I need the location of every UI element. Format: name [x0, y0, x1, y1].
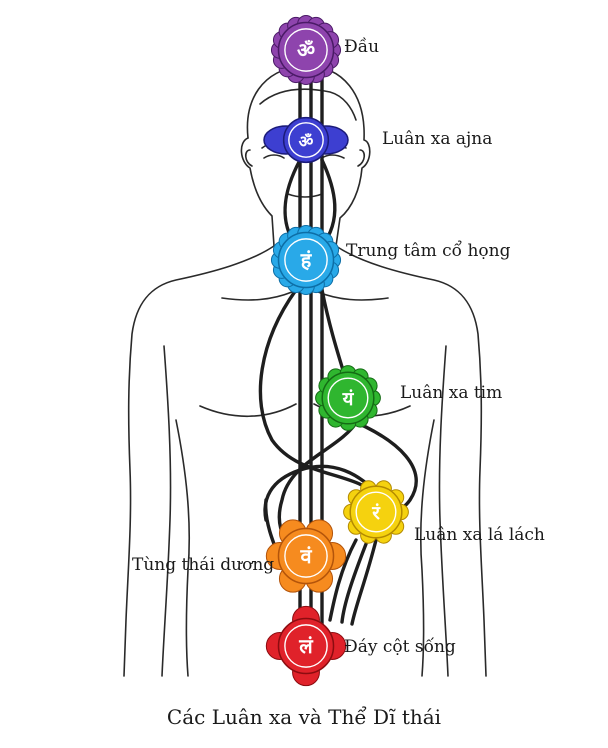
label-throat: Trung tâm cổ họng — [346, 241, 511, 261]
chakra-inner-ring — [284, 238, 328, 282]
label-heart: Luân xa tim — [400, 383, 502, 403]
chakra-spleen: रं — [343, 480, 409, 544]
chakra-disc — [321, 371, 375, 425]
label-sacral: Tùng thái dương — [132, 555, 274, 575]
chakra-disc — [277, 617, 335, 675]
chakra-glyph: रं — [371, 503, 381, 524]
chakra-inner-ring — [284, 624, 328, 668]
chakra-disc — [277, 527, 335, 585]
chakra-ajna: ॐ — [263, 116, 349, 164]
chakra-glyph: ॐ — [297, 39, 315, 62]
chakra-throat: हं — [270, 224, 342, 296]
label-crown: Đầu — [344, 37, 379, 57]
chakra-glyph: यं — [342, 389, 355, 410]
chakra-glyph: ॐ — [299, 132, 314, 151]
chakra-disc — [277, 21, 335, 79]
chakra-inner-ring — [327, 377, 369, 419]
chakra-disc — [277, 231, 335, 289]
label-spleen: Luân xa lá lách — [414, 525, 545, 545]
label-root: Đáy cột sống — [344, 637, 456, 657]
chakra-inner-ring — [284, 28, 328, 72]
labels: Đầu Luân xa ajna Trung tâm cổ họng Luân … — [132, 37, 545, 657]
chakra-inner-ring — [284, 534, 328, 578]
chakra-sacral: वं — [265, 519, 347, 593]
label-ajna: Luân xa ajna — [382, 129, 492, 149]
chakra-disc — [282, 116, 330, 164]
diagram-caption: Các Luân xa và Thể Dĩ thái — [167, 705, 441, 729]
chakra-glyph: लं — [298, 635, 314, 658]
chakra-glyph: वं — [299, 545, 312, 568]
chakra-root: लं — [265, 605, 347, 687]
chakra-layer: ॐ ॐ हं यं रं वं लं — [263, 14, 409, 687]
chakra-crown: ॐ — [270, 14, 342, 86]
chakra-heart: यं — [315, 365, 381, 431]
chakra-disc — [349, 485, 403, 539]
chakra-inner-ring — [288, 122, 324, 158]
chakra-glyph: हं — [300, 249, 313, 272]
chakra-inner-ring — [355, 491, 397, 533]
